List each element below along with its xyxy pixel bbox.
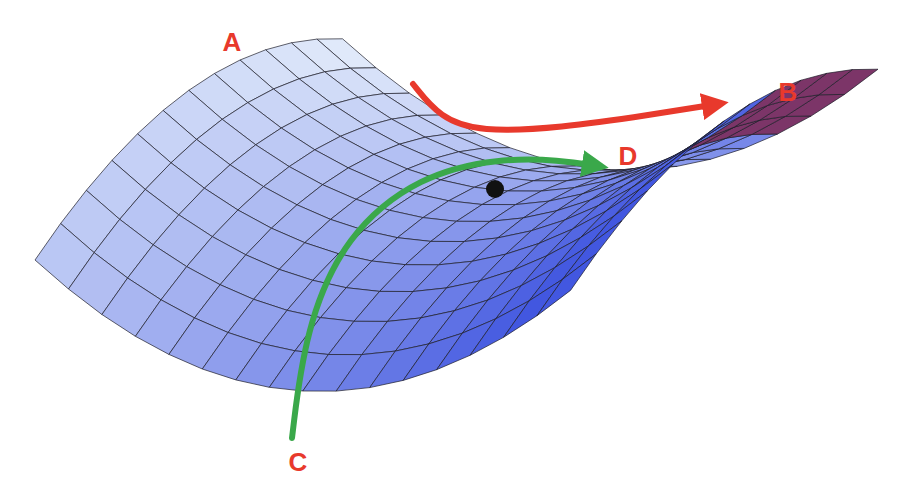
mesh-cell	[640, 141, 699, 190]
point-label: D	[619, 143, 638, 169]
mesh-cell	[563, 221, 622, 279]
point-label: C	[289, 449, 308, 475]
mesh-cell	[504, 279, 563, 337]
green-path-arrow	[292, 159, 598, 438]
saddle-point	[486, 180, 504, 198]
saddle-surface	[35, 39, 878, 391]
mesh-cell	[709, 105, 768, 137]
mesh-cell	[716, 90, 775, 129]
mesh-cell	[632, 146, 691, 188]
mesh-cell	[470, 301, 529, 356]
mesh-cell	[537, 254, 596, 316]
point-label: A	[223, 29, 242, 55]
point-label: B	[779, 79, 798, 105]
mesh-cell	[614, 164, 673, 216]
mesh-cell	[588, 191, 647, 246]
mesh-cell	[768, 73, 827, 105]
red-path-arrow	[413, 84, 718, 130]
